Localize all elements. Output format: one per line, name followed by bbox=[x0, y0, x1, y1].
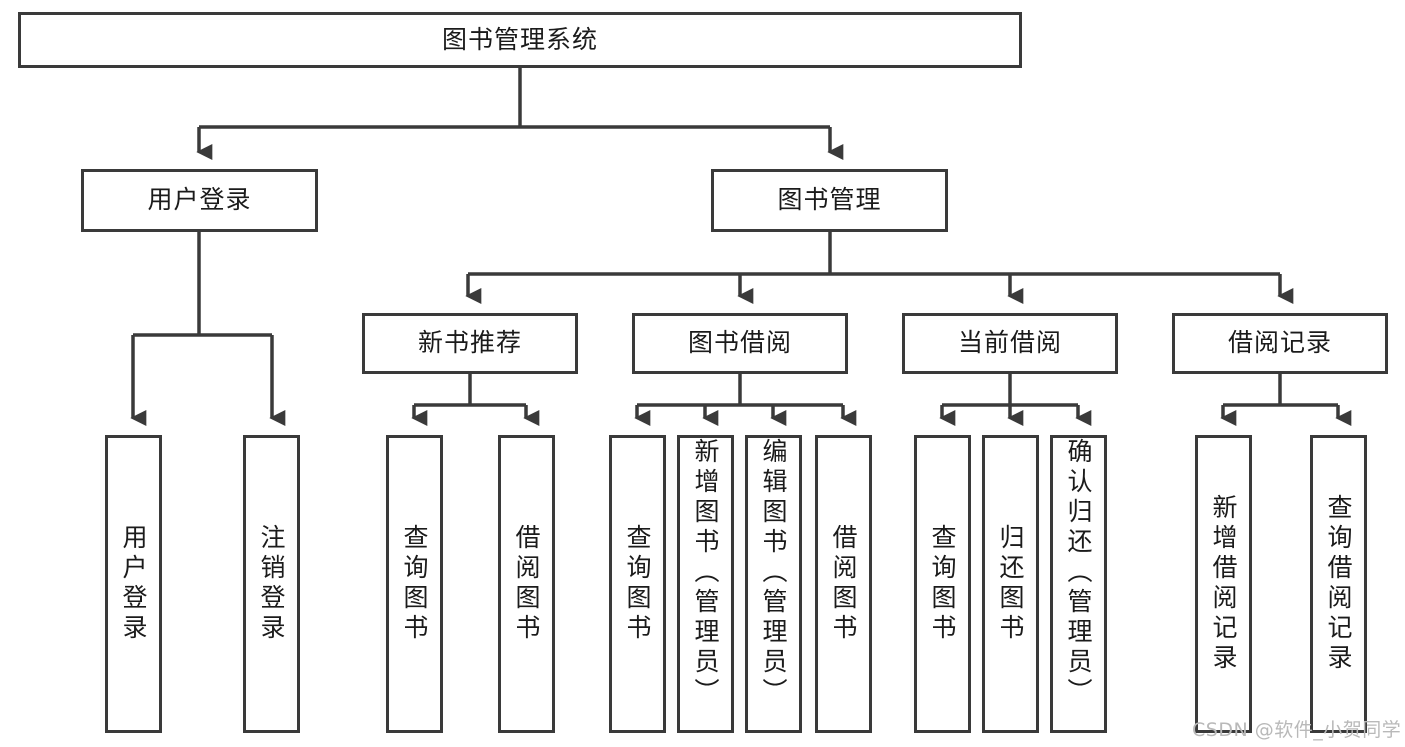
leaf-borrow-book[interactable]: 借阅图书 bbox=[815, 435, 872, 733]
leaf-user-logout[interactable]: 注销登录 bbox=[243, 435, 300, 733]
node-label: 新书推荐 bbox=[417, 328, 522, 358]
node-user-login[interactable]: 用户登录 bbox=[81, 169, 318, 232]
leaf-confirm-return-admin[interactable]: 确认归还（管理员） bbox=[1050, 435, 1107, 733]
node-label: 当前借阅 bbox=[957, 328, 1062, 358]
node-borrow-record[interactable]: 借阅记录 bbox=[1172, 313, 1388, 374]
leaf-label: 借阅图书 bbox=[829, 524, 858, 644]
leaf-label: 用户登录 bbox=[119, 524, 148, 644]
leaf-add-book-admin[interactable]: 新增图书（管理员） bbox=[677, 435, 734, 733]
node-label: 图书管理 bbox=[777, 185, 882, 215]
node-book-management[interactable]: 图书管理 bbox=[711, 169, 948, 232]
node-label: 借阅记录 bbox=[1227, 328, 1332, 358]
leaf-label: 确认归还（管理员） bbox=[1064, 438, 1093, 708]
leaf-query-book-current[interactable]: 查询图书 bbox=[914, 435, 971, 733]
leaf-label: 编辑图书（管理员） bbox=[759, 438, 788, 708]
leaf-label: 新增借阅记录 bbox=[1209, 494, 1238, 674]
node-root-system[interactable]: 图书管理系统 bbox=[18, 12, 1022, 68]
node-current-borrow[interactable]: 当前借阅 bbox=[902, 313, 1118, 374]
node-label: 图书管理系统 bbox=[441, 24, 598, 54]
leaf-label: 查询图书 bbox=[400, 524, 429, 644]
csdn-watermark: CSDN @软件_小贺同学 bbox=[1192, 719, 1402, 741]
leaf-query-book-new[interactable]: 查询图书 bbox=[386, 435, 443, 733]
leaf-label: 新增图书（管理员） bbox=[691, 438, 720, 708]
leaf-label: 查询图书 bbox=[623, 524, 652, 644]
leaf-user-login[interactable]: 用户登录 bbox=[105, 435, 162, 733]
leaf-label: 借阅图书 bbox=[512, 524, 541, 644]
leaf-label: 注销登录 bbox=[257, 524, 286, 644]
leaf-label: 归还图书 bbox=[996, 524, 1025, 644]
leaf-return-book[interactable]: 归还图书 bbox=[982, 435, 1039, 733]
leaf-add-borrow-record[interactable]: 新增借阅记录 bbox=[1195, 435, 1252, 733]
leaf-label: 查询图书 bbox=[928, 524, 957, 644]
node-label: 用户登录 bbox=[147, 185, 252, 215]
node-new-book-recommend[interactable]: 新书推荐 bbox=[362, 313, 578, 374]
leaf-borrow-book-new[interactable]: 借阅图书 bbox=[498, 435, 555, 733]
node-book-borrow[interactable]: 图书借阅 bbox=[632, 313, 848, 374]
leaf-label: 查询借阅记录 bbox=[1324, 494, 1353, 674]
leaf-query-book-borrow[interactable]: 查询图书 bbox=[609, 435, 666, 733]
leaf-edit-book-admin[interactable]: 编辑图书（管理员） bbox=[745, 435, 802, 733]
leaf-query-borrow-record[interactable]: 查询借阅记录 bbox=[1310, 435, 1367, 733]
node-label: 图书借阅 bbox=[687, 328, 792, 358]
